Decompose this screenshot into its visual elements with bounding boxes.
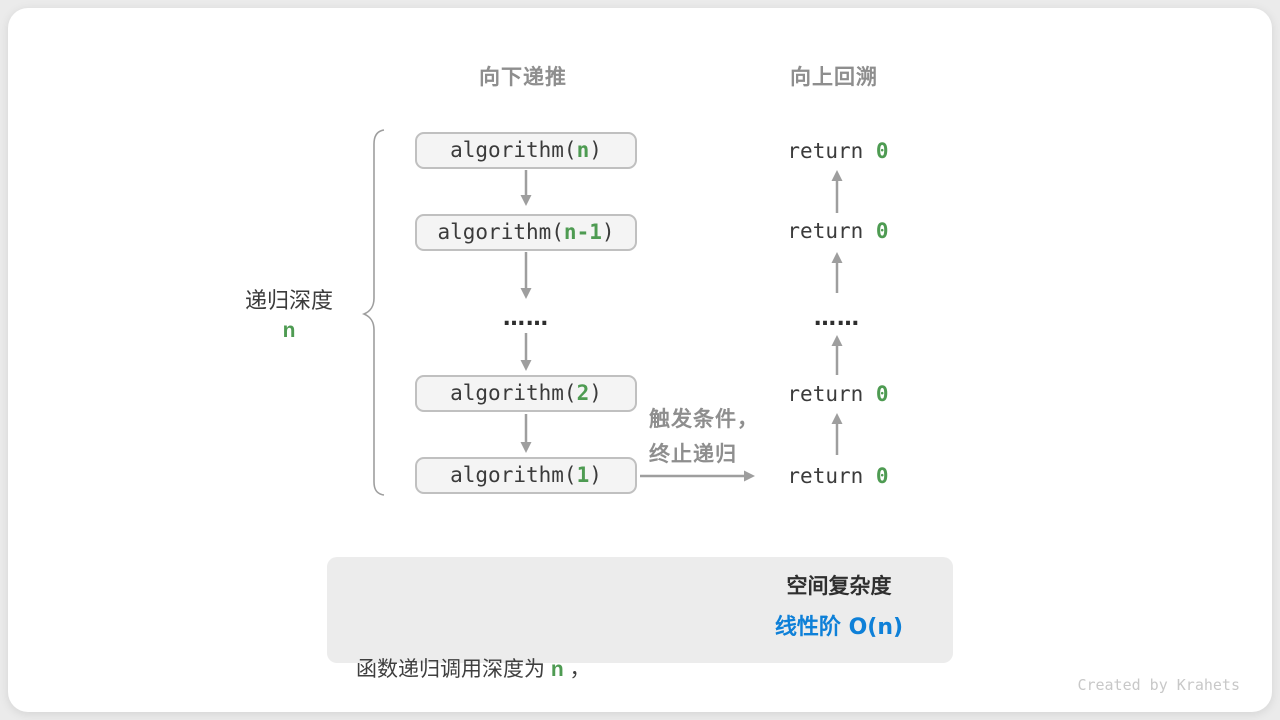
call-box-n: algorithm(n)	[415, 132, 637, 169]
call-prefix: algorithm(	[450, 463, 577, 487]
return-keyword: return	[787, 464, 876, 488]
return-row-1: return 0	[758, 137, 918, 165]
summary-line1-post: ，	[563, 658, 591, 681]
summary-line1: 函数递归调用深度为 n ，	[356, 650, 591, 689]
call-arg: 2	[576, 381, 590, 405]
call-prefix: algorithm(	[450, 381, 577, 405]
call-box-2: algorithm(2)	[415, 375, 637, 412]
return-keyword: return	[787, 382, 876, 406]
summary-line1-pre: 函数递归调用深度为	[356, 658, 551, 681]
call-suffix: )	[601, 220, 615, 244]
return-value: 0	[875, 219, 889, 243]
call-box-1: algorithm(1)	[415, 457, 637, 494]
call-suffix: )	[589, 138, 602, 162]
header-recurse-down: 向下递推	[479, 66, 567, 89]
summary-right-text: 空间复杂度 线性阶 O(n)	[734, 575, 944, 640]
call-arg: n	[576, 138, 590, 162]
call-suffix: )	[589, 381, 602, 405]
space-complexity-result: 线性阶 O(n)	[774, 615, 904, 640]
call-prefix: algorithm(	[450, 138, 577, 162]
depth-n-value: n	[282, 319, 296, 342]
call-arg: 1	[576, 463, 590, 487]
header-backtrack-up: 向上回溯	[790, 66, 878, 89]
base-case-note-line1: 触发条件，	[649, 408, 759, 431]
call-ellipsis: ……	[503, 306, 549, 331]
return-value: 0	[875, 139, 889, 163]
return-keyword: return	[787, 219, 876, 243]
summary-left-text: 函数递归调用深度为 n ， 共使用 O(n) 的栈帧空间	[356, 572, 591, 720]
return-row-3: return 0	[758, 380, 918, 408]
depth-label: 递归深度	[244, 288, 333, 313]
summary-line1-n: n	[550, 658, 564, 681]
space-complexity-title: 空间复杂度	[786, 575, 892, 598]
call-prefix: algorithm(	[437, 220, 564, 244]
return-value: 0	[875, 382, 889, 406]
return-ellipsis: ……	[814, 306, 860, 331]
summary-panel	[327, 557, 953, 663]
return-value: 0	[875, 464, 889, 488]
watermark: Created by Krahets	[1077, 676, 1240, 694]
return-row-4: return 0	[758, 462, 918, 490]
return-keyword: return	[787, 139, 876, 163]
return-row-2: return 0	[758, 217, 918, 245]
call-suffix: )	[589, 463, 602, 487]
call-box-n-1: algorithm(n-1)	[415, 214, 637, 251]
call-arg: n-1	[563, 220, 602, 244]
base-case-note-line2: 终止递归	[649, 443, 737, 466]
depth-value: n	[194, 319, 384, 343]
